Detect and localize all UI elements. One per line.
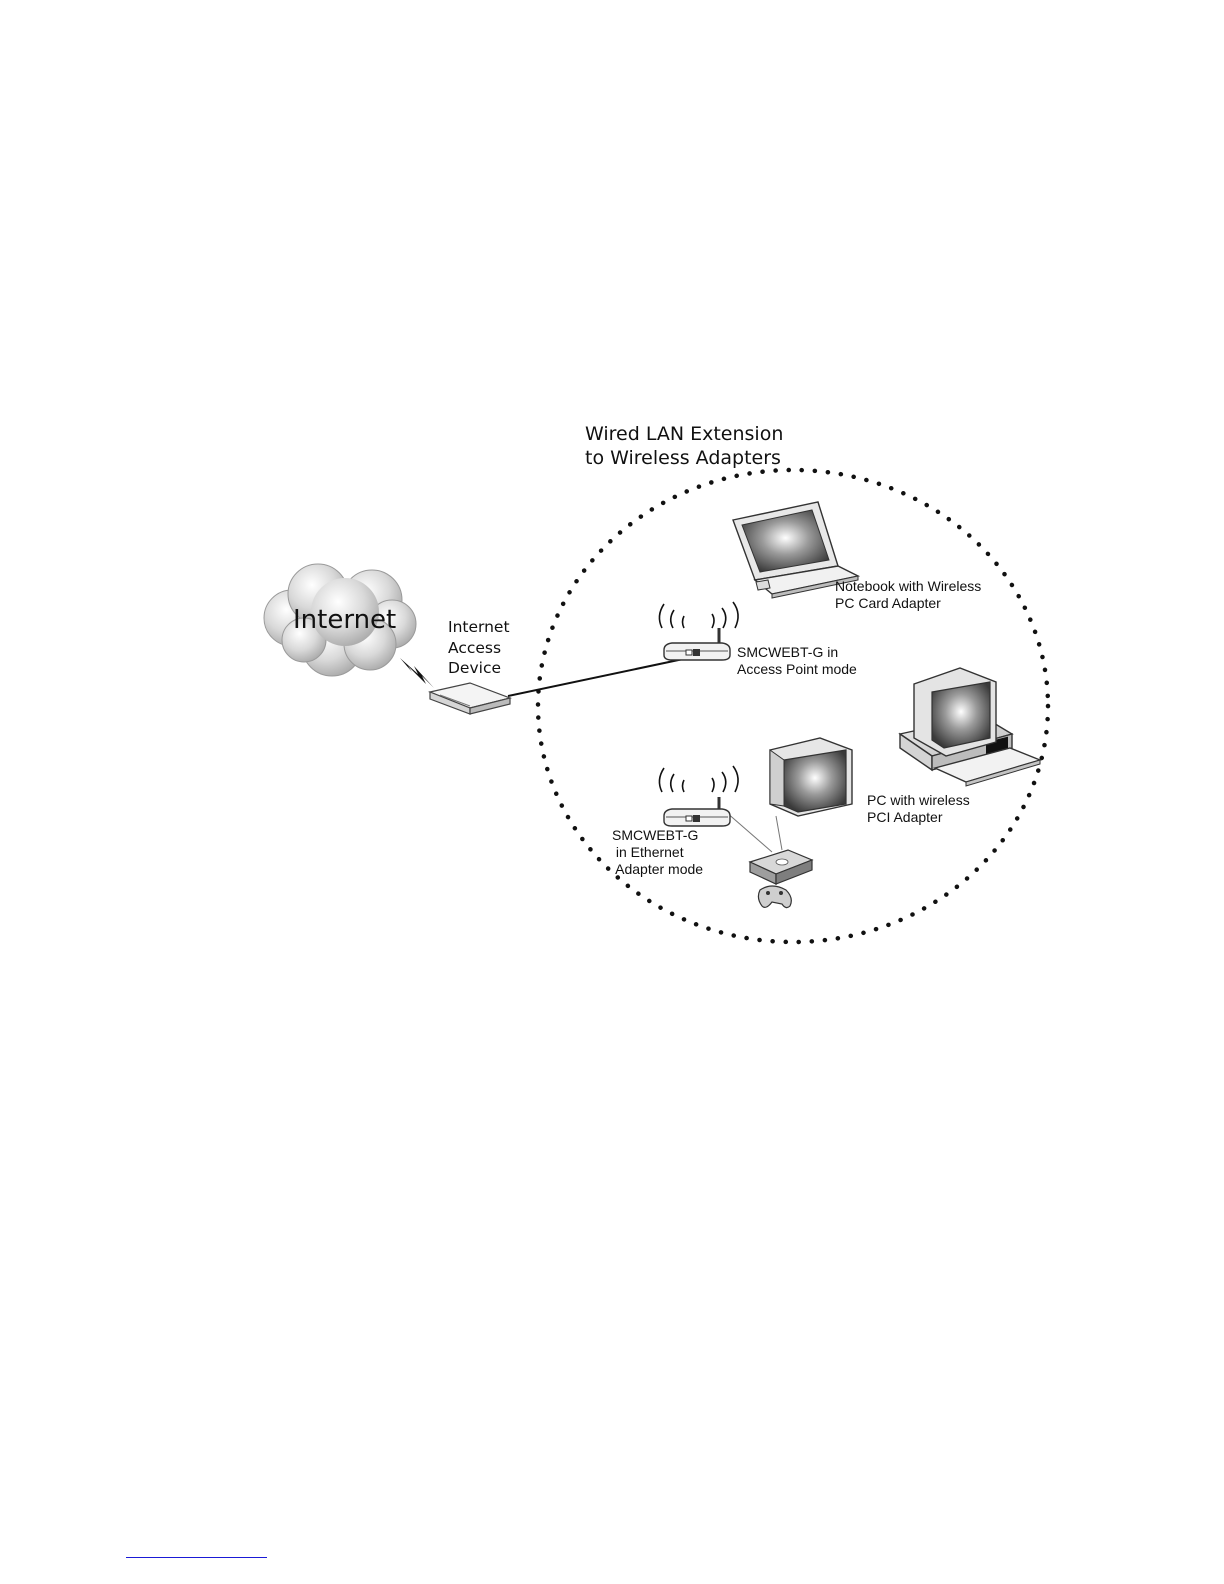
game-controller-icon (758, 886, 791, 908)
notebook-label-line-2: PC Card Adapter (835, 595, 941, 611)
footer-rule (126, 1557, 267, 1558)
eth-label-line-3: Adapter mode (612, 861, 703, 877)
access-device-label-line-2: Access (448, 639, 501, 657)
eth-label-line-2: in Ethernet (612, 844, 684, 860)
access-device-label-line-1: Internet (448, 618, 510, 636)
ap-wireless-signal-icon (659, 602, 738, 628)
ap-label-line-2: Access Point mode (737, 661, 857, 677)
game-console-icon (750, 850, 812, 884)
desktop-pc-icon (900, 668, 1040, 786)
pc-label-line-1: PC with wireless (867, 792, 970, 808)
internet-label: Internet (293, 605, 396, 635)
notebook-label-line-1: Notebook with Wireless (835, 578, 981, 594)
ethernet-cable (508, 658, 688, 696)
diagram-title-line-1: Wired LAN Extension (585, 423, 783, 445)
lightning-bolt-icon (400, 658, 434, 688)
internet-access-device-icon (430, 683, 510, 714)
access-point-router-icon (664, 628, 730, 660)
access-device-label-line-3: Device (448, 659, 501, 677)
television-icon (770, 738, 852, 816)
console-cables (726, 812, 782, 852)
ethernet-adapter-router-icon (664, 797, 730, 826)
ap-label-line-1: SMCWEBT-G in (737, 644, 838, 660)
diagram-title-line-2: to Wireless Adapters (585, 447, 781, 469)
eth-label-line-1: SMCWEBT-G (612, 827, 698, 843)
pc-label-line-2: PCI Adapter (867, 809, 943, 825)
eth-wireless-signal-icon (659, 766, 738, 792)
